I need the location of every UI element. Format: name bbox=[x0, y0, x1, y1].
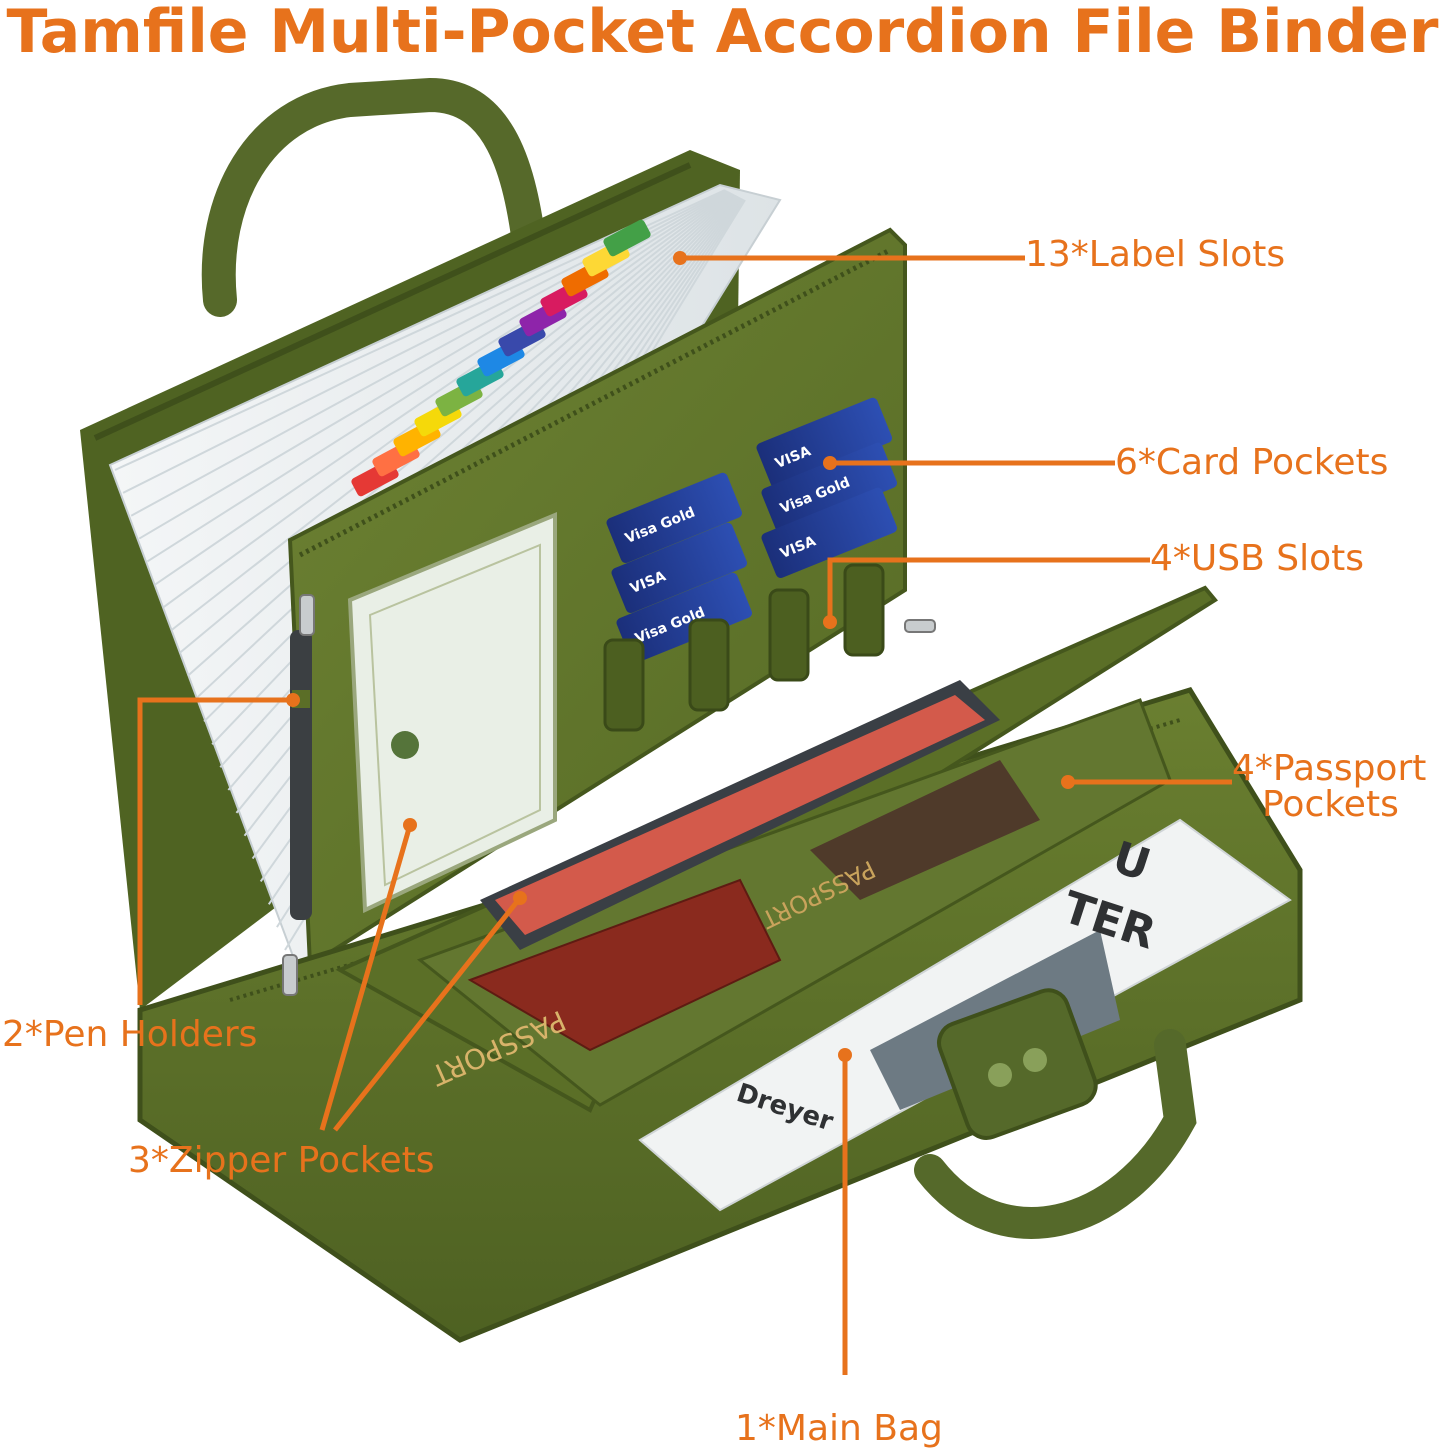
line-pen-holders bbox=[137, 697, 293, 1005]
callout-pen-holders: 2*Pen Holders bbox=[2, 1014, 258, 1055]
credit-card: VISA bbox=[761, 487, 898, 578]
combination-lock bbox=[937, 988, 1098, 1140]
callout-main-bag: 1*Main Bag bbox=[735, 1408, 943, 1449]
callout-passport-pockets-line2: Pockets bbox=[1262, 784, 1399, 825]
certificate-pocket bbox=[347, 512, 557, 914]
usb-slots bbox=[603, 563, 885, 732]
zipper-pulls bbox=[282, 594, 936, 996]
credit-card: VISA bbox=[756, 397, 893, 488]
line-zipper-2 bbox=[333, 896, 522, 1132]
credit-card: VISA bbox=[611, 522, 748, 613]
callout-dots bbox=[286, 251, 1075, 1062]
callout-label-slots: 13*Label Slots bbox=[1025, 234, 1286, 275]
index-tabs bbox=[351, 219, 651, 497]
callout-lines bbox=[137, 255, 1232, 1375]
callout-zipper-pockets: 3*Zipper Pockets bbox=[128, 1140, 435, 1181]
top-handle bbox=[201, 77, 547, 317]
bottom-handle bbox=[914, 1029, 1197, 1239]
callout-passport-pockets-line1: 4*Passport bbox=[1232, 748, 1427, 789]
callout-card-pockets: 6*Card Pockets bbox=[1115, 442, 1389, 483]
line-zipper-1 bbox=[319, 824, 413, 1131]
index-tab bbox=[603, 219, 651, 257]
page-title: Tamfile Multi-Pocket Accordion File Bind… bbox=[6, 0, 1439, 67]
callout-usb-slots: 4*USB Slots bbox=[1150, 538, 1364, 579]
line-usb-slots bbox=[827, 557, 1150, 622]
passport-pockets: PASSPORT PASSPORT bbox=[335, 585, 1218, 1113]
pen bbox=[290, 630, 312, 920]
